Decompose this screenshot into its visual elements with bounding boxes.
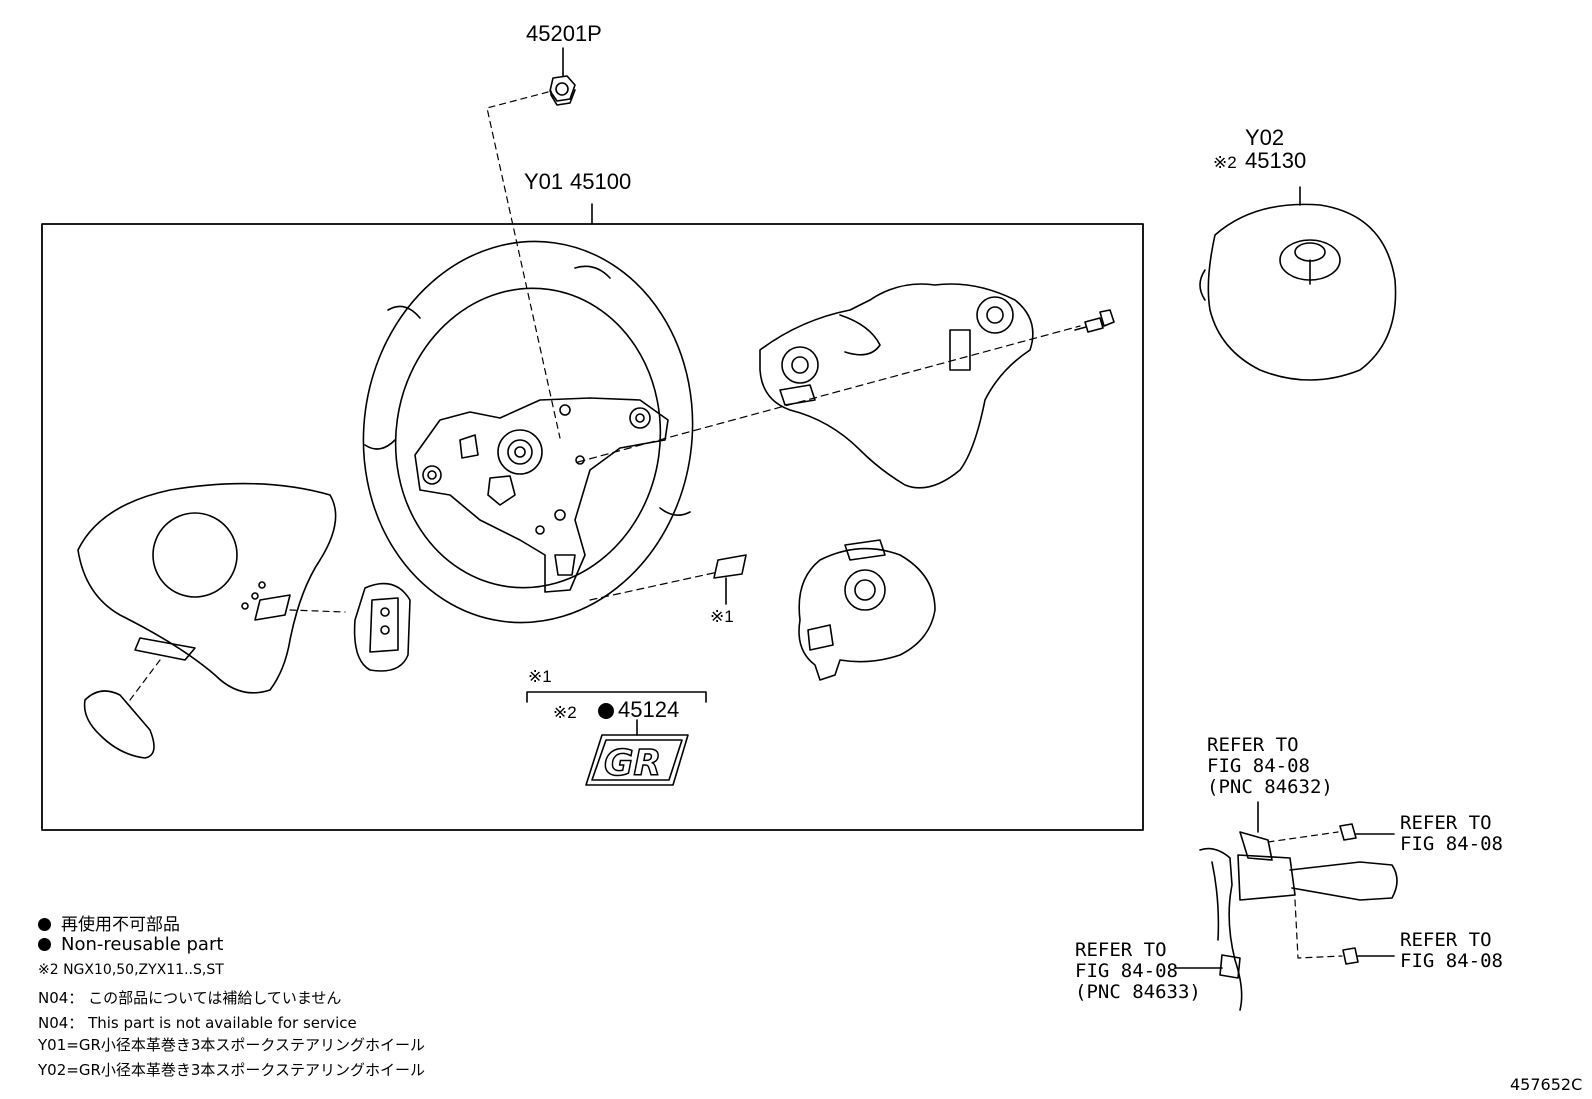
steering-wheel-icon xyxy=(362,240,694,624)
airbag-icon xyxy=(1199,186,1397,381)
combination-switch-icon xyxy=(1199,801,1398,1011)
label-sticker-icon xyxy=(713,554,747,579)
ref-a-line3: (PNC 84632) xyxy=(1207,776,1333,798)
airbag-code: Y02 xyxy=(1245,125,1285,150)
switch-dashed-line-b xyxy=(1294,899,1343,959)
pad-dashed-line xyxy=(289,609,346,613)
legend-n04-ja: N04： この部品については補給していません xyxy=(38,989,342,1007)
emblem-mark: ※2 xyxy=(553,703,577,722)
note1-side: ※1 xyxy=(710,607,734,626)
figure-id: 457652C xyxy=(1510,1075,1583,1094)
hub-dashed-line xyxy=(577,325,1081,463)
legend-y01: Y01=GR小径本革巻き3本スポークステアリングホイール xyxy=(38,1036,425,1054)
clip-icon-a xyxy=(1339,823,1395,841)
nut-dashed-line xyxy=(486,91,561,439)
cover-dashed-line xyxy=(129,659,161,701)
gr-emblem-text: GR xyxy=(604,743,661,784)
wheel-code: Y01 xyxy=(524,169,564,194)
ref-b-line1: REFER TO xyxy=(1400,812,1492,834)
ref-c-line2: FIG 84-08 xyxy=(1400,950,1503,972)
emblem-part-number: 45124 xyxy=(618,697,680,722)
legend-n04-en: N04： This part is not available for serv… xyxy=(38,1014,357,1032)
nut-icon xyxy=(549,47,576,106)
label-dashed-line xyxy=(589,571,719,601)
screw-icon xyxy=(1074,309,1115,333)
note1-bracket xyxy=(526,691,707,703)
wheel-part-number: 45100 xyxy=(570,169,632,194)
legend-nonreusable-en: Non-reusable part xyxy=(38,934,223,955)
legend-nonreusable-ja: 再使用不可部品 xyxy=(38,910,180,935)
ref-d-line2: FIG 84-08 xyxy=(1075,960,1178,982)
note1-top: ※1 xyxy=(528,667,552,686)
assembly-frame xyxy=(41,223,1144,831)
ref-a-line1: REFER TO xyxy=(1207,734,1299,756)
spiral-cable-icon xyxy=(798,539,936,681)
ref-d-line1: REFER TO xyxy=(1075,939,1167,961)
airbag-mark: ※2 xyxy=(1213,153,1237,172)
bullet-icon xyxy=(38,938,51,951)
switch-dashed-line-a xyxy=(1267,831,1339,843)
airbag-part-number: 45130 xyxy=(1245,148,1307,173)
ref-a-line2: FIG 84-08 xyxy=(1207,755,1310,777)
switch-module-icon xyxy=(353,582,411,672)
gr-emblem-icon xyxy=(585,734,689,786)
clip-icon-b xyxy=(1342,947,1395,965)
legend-y02: Y02=GR小径本革巻き3本スポークステアリングホイール xyxy=(38,1061,425,1079)
nut-part-number: 45201P xyxy=(526,21,602,46)
nonreusable-dot xyxy=(598,703,614,719)
spoke-cover-icon xyxy=(759,283,1034,489)
ref-b-line2: FIG 84-08 xyxy=(1400,833,1503,855)
ref-d-line3: (PNC 84633) xyxy=(1075,981,1201,1003)
bullet-icon xyxy=(38,918,51,931)
legend-note2: ※2 NGX10,50,ZYX11..S,ST xyxy=(38,962,224,978)
ref-c-line1: REFER TO xyxy=(1400,929,1492,951)
lower-cover-icon xyxy=(83,690,155,759)
front-pad-icon xyxy=(77,482,337,694)
